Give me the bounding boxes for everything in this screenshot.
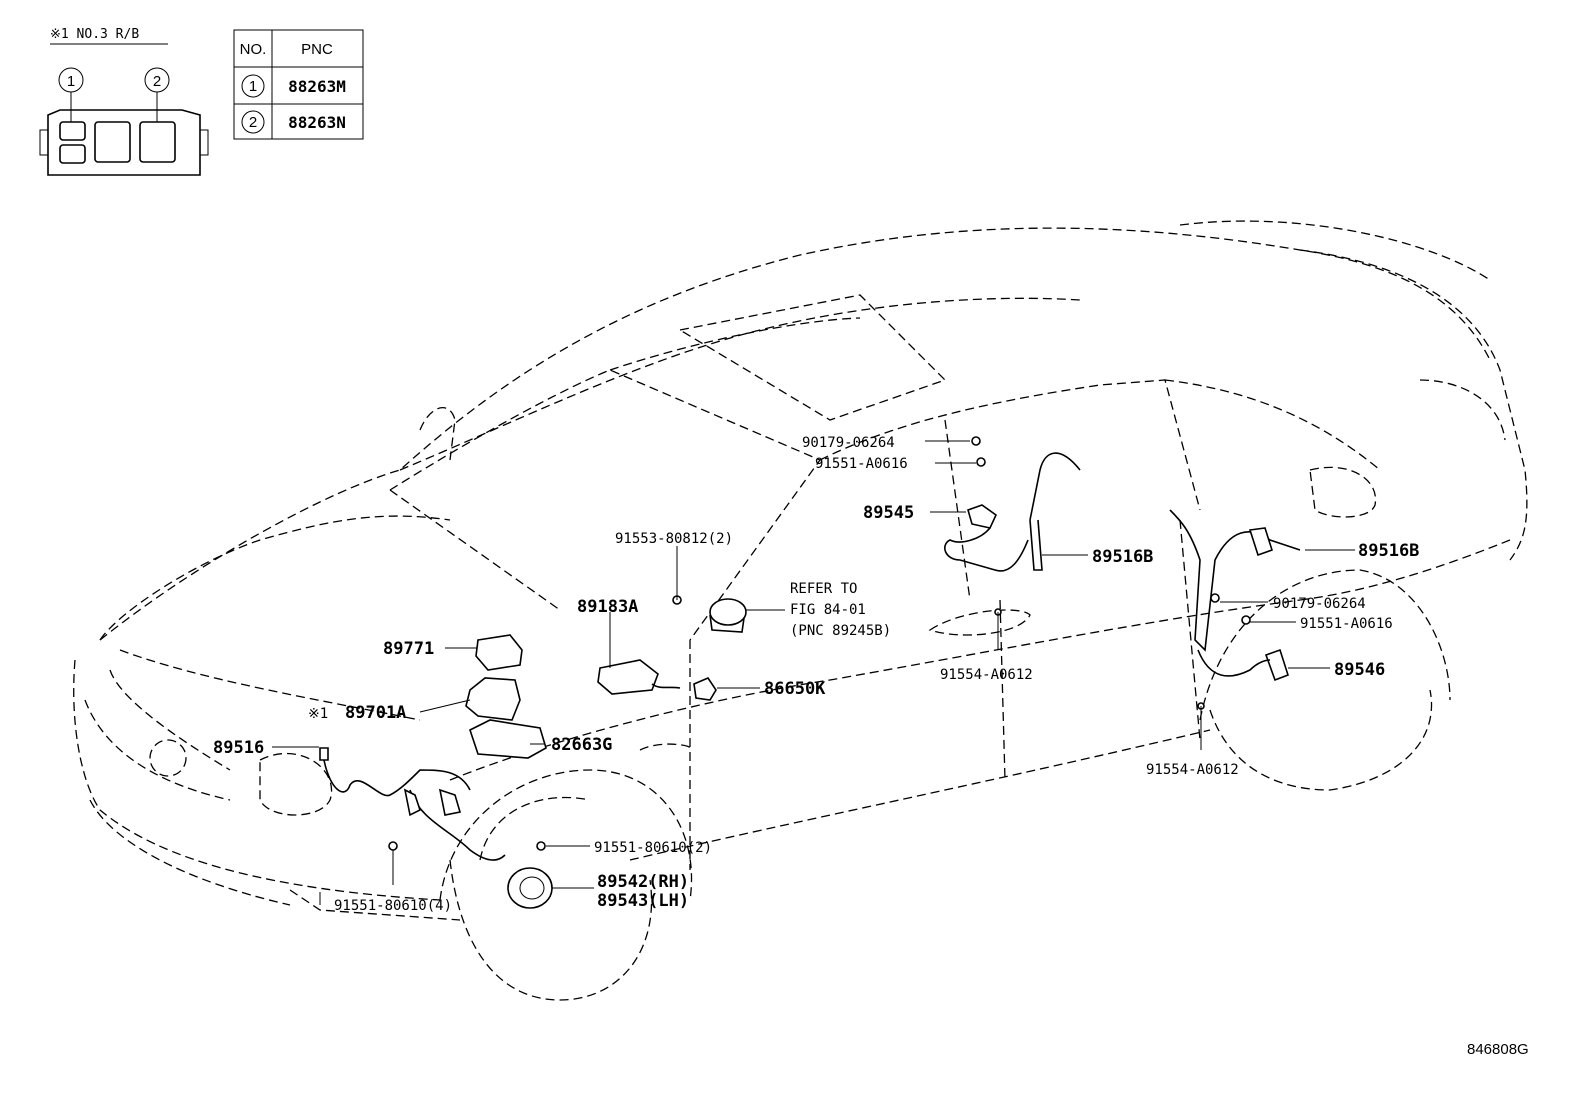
harness-89516b-right <box>1169 509 1301 652</box>
label-86650k: 86650K <box>764 679 826 699</box>
label-90179-06264-upper: 90179-06264 <box>802 435 895 451</box>
bolt-91551-80610 <box>536 841 546 851</box>
part-89516 <box>319 747 329 761</box>
table-header-pnc: PNC <box>301 41 333 58</box>
label-89542-rh: 89542(RH) <box>597 872 689 892</box>
relay-block-title: ※1 NO.3 R/B <box>50 27 139 42</box>
emblem-outline <box>149 739 187 777</box>
label-90179-06264-lower: 90179-06264 <box>1273 596 1366 612</box>
part-86650k <box>693 677 717 701</box>
label-91551-a0616-upper: 91551-A0616 <box>815 456 908 472</box>
label-refer-line2: FIG 84-01 <box>790 602 866 618</box>
parts <box>319 436 1301 909</box>
figure-id: 846808G <box>1467 1041 1529 1058</box>
relay-block-inset: ※1 NO.3 R/B 1 2 <box>39 27 209 176</box>
label-89546: 89546 <box>1334 660 1385 680</box>
relay-slot-2 <box>139 121 176 163</box>
harness-89516b-left <box>1029 519 1043 571</box>
label-refer-line1: REFER TO <box>790 581 857 597</box>
label-refer-line3: (PNC 89245B) <box>790 623 891 639</box>
label-91554-a0612-right: 91554-A0612 <box>1146 762 1239 778</box>
part-89546 <box>1264 648 1289 682</box>
leader-lines <box>272 440 1355 905</box>
nut-90179-upper <box>971 436 981 446</box>
part-89545 <box>967 504 998 529</box>
label-91551-80610-4: 91551-80610(4) <box>334 898 452 914</box>
nut-90179-lower <box>1210 593 1220 603</box>
part-89701a <box>465 677 521 721</box>
label-91551-80610-2: 91551-80610(2) <box>594 840 712 856</box>
label-89516b-left: 89516B <box>1092 547 1153 567</box>
label-89701a-mark: ※1 <box>308 706 328 722</box>
label-82663g: 82663G <box>551 735 612 755</box>
bolt-91551-80610-4 <box>388 841 398 851</box>
table-header-no: NO. <box>240 41 267 58</box>
label-91554-a0612-left: 91554-A0612 <box>940 667 1033 683</box>
label-91551-a0616-lower: 91551-A0616 <box>1300 616 1393 632</box>
part-89183a <box>597 659 659 695</box>
table-row-1-pnc: 88263M <box>288 77 346 96</box>
label-89183a: 89183A <box>577 597 638 617</box>
rear-wheel <box>1209 689 1433 791</box>
marker-1-label: 1 <box>67 73 75 90</box>
horn <box>507 867 553 909</box>
label-89516: 89516 <box>213 738 264 758</box>
label-91553-80812: 91553-80812(2) <box>615 531 733 547</box>
table-row-2-no: 2 <box>249 114 257 131</box>
label-89543-lh: 89543(LH) <box>597 891 689 911</box>
label-89516b-right: 89516B <box>1358 541 1419 561</box>
spiral-cable <box>709 598 747 626</box>
car-outline <box>73 220 1528 1001</box>
marker-2-label: 2 <box>153 73 161 90</box>
table-row-1-no: 1 <box>249 78 257 95</box>
relay-slot-1 <box>59 121 86 141</box>
part-82663g <box>469 719 547 759</box>
relay-block-body <box>47 109 201 176</box>
callout-labels: 90179-06264 91551-A0616 89545 89516B 915… <box>213 435 1419 914</box>
bolt-91551-a0616-upper <box>976 457 986 467</box>
pnc-table: NO. PNC 1 88263M 2 88263N <box>233 29 364 140</box>
label-89771: 89771 <box>383 639 434 659</box>
front-wheel <box>449 859 653 1001</box>
bolt-91551-a0616-lower <box>1241 615 1251 625</box>
label-89701a: 89701A <box>345 703 406 723</box>
part-89771 <box>475 634 523 671</box>
label-89545: 89545 <box>863 503 914 523</box>
table-row-2-pnc: 88263N <box>288 113 346 132</box>
